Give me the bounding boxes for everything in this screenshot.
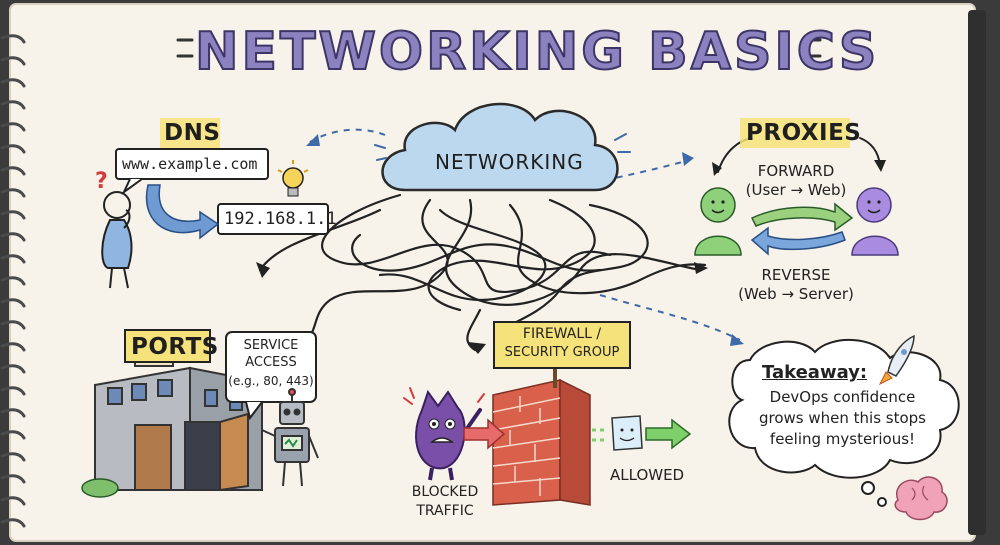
- spiral-binding: [0, 34, 26, 528]
- proxy-green-person: [694, 187, 742, 256]
- networking-cloud: [381, 102, 619, 192]
- takeaway-line2: grows when this stops: [758, 409, 926, 427]
- page-title: NETWORKING BASICS: [194, 21, 880, 83]
- takeaway-heading: Takeaway:: [762, 362, 868, 383]
- ports-label: PORTS: [131, 334, 219, 360]
- dns-label-bg: [160, 118, 220, 148]
- proxy-reverse-detail: (Web → Server): [738, 285, 854, 303]
- takeaway-line1: DevOps confidence: [769, 388, 916, 406]
- title-flourish: [176, 38, 822, 58]
- takeaway-line3: feeling mysterious!: [769, 430, 916, 448]
- proxy-purple-person: [851, 187, 899, 256]
- lightbulb-icon: [277, 160, 309, 197]
- robot: [261, 388, 319, 487]
- firewall-sign-line2: SECURITY GROUP: [504, 345, 620, 360]
- dns-resolve-arrow: [145, 184, 220, 240]
- networking-cloud-label: NETWORKING: [435, 150, 584, 174]
- dns-resolved-ip: 192.168.1.1: [224, 209, 337, 229]
- firewall-sign-post: [493, 321, 631, 388]
- takeaway-thought-cloud: [728, 339, 960, 507]
- ports-bubble-line1: SERVICE: [243, 338, 299, 353]
- svg-text:?: ?: [95, 169, 108, 194]
- ports-bubble-line2: ACCESS: [245, 355, 297, 370]
- dashed-arrows: [309, 128, 741, 341]
- blocked-traffic-line2: TRAFFIC: [416, 503, 474, 519]
- tangled-network-lines: [258, 193, 707, 352]
- blocked-monster: [415, 389, 482, 481]
- proxies-label: PROXIES: [746, 120, 862, 146]
- brick-wall: [492, 378, 591, 506]
- forward-arrow: [750, 202, 854, 232]
- allowed-arrow: [645, 418, 692, 450]
- rocket-icon: [878, 334, 915, 386]
- dns-query-bubble: [115, 148, 269, 196]
- ports-label-bg: [124, 329, 211, 363]
- dns-ip-box: [217, 203, 329, 235]
- dns-query-domain: www.example.com: [122, 155, 258, 173]
- blocked-traffic-line1: BLOCKED: [411, 484, 479, 500]
- ports-bubble-line3: (e.g., 80, 443): [228, 374, 314, 388]
- proxy-forward-title: FORWARD: [757, 162, 835, 180]
- confused-person: [101, 191, 133, 289]
- ports-speech-bubble: [225, 331, 317, 421]
- firewall-sign-line1: FIREWALL /: [522, 326, 602, 342]
- proxy-reverse-title: REVERSE: [761, 266, 831, 284]
- proxies-label-bg: [740, 118, 850, 148]
- reverse-arrow: [750, 226, 846, 256]
- bush: [81, 478, 119, 498]
- blocked-arrow: [463, 418, 506, 450]
- brain-icon: [894, 476, 948, 521]
- allowed-packet: [611, 415, 643, 451]
- allowed-label: ALLOWED: [610, 466, 685, 484]
- dns-label: DNS: [164, 120, 221, 146]
- proxy-forward-detail: (User → Web): [745, 181, 847, 199]
